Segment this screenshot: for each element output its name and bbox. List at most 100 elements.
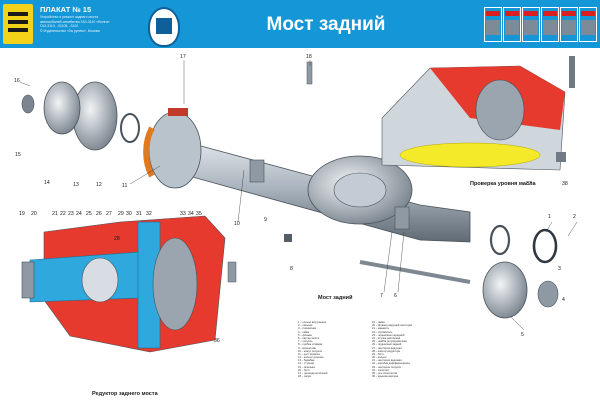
callout-number: 33 xyxy=(180,211,186,217)
callout-number: 22 xyxy=(60,211,66,217)
callout-number: 35 xyxy=(196,211,202,217)
hub-nut xyxy=(21,94,35,114)
axle-flange xyxy=(482,261,528,319)
callouts-oil: 37 38 xyxy=(526,181,568,187)
brake-drum xyxy=(72,81,118,151)
legend-item: 24 – втулка распорная xyxy=(372,336,401,340)
description-line: Устройство и ремонт заднего моста xyxy=(40,15,99,19)
poster-number: ПЛАКАТ № 15 xyxy=(40,5,92,14)
callout-number: 20 xyxy=(31,211,37,217)
poster-description: Устройство и ремонт заднего моста автомо… xyxy=(40,15,140,33)
bearing-ring xyxy=(120,113,140,143)
callout-number: 17 xyxy=(180,54,186,60)
legend-item: 6 – картер моста xyxy=(298,336,319,340)
breather xyxy=(306,61,313,85)
legend-item: 7 – полуось xyxy=(298,340,313,344)
filler-plug xyxy=(556,152,566,162)
callouts-main: 1 2 3 4 5 6 7 8 9 10 11 12 13 14 15 16 1… xyxy=(14,54,576,338)
legend-item: 21 – манжета xyxy=(372,327,389,331)
axle-diagram: 1 2 3 4 5 6 7 8 9 10 11 12 13 14 15 16 1… xyxy=(14,54,578,397)
callout-number: 31 xyxy=(136,211,142,217)
legend-item: 4 – гайка xyxy=(298,330,310,334)
callouts-reducer: 19 20 21 22 23 24 25 26 27 28 29 30 31 3… xyxy=(19,211,220,344)
wheel-hub xyxy=(43,81,81,135)
legend-item: 32 – коробка дифференциала xyxy=(372,362,410,366)
callout-number: 8 xyxy=(290,266,293,272)
callout-number: 26 xyxy=(96,211,102,217)
legend-item: 12 – кольцо упорное xyxy=(298,356,324,360)
ring-gear-section xyxy=(152,237,198,331)
callout-number: 10 xyxy=(234,221,240,227)
parts-legend-left: 1 – кольцо внутреннее 2 – сальник 3 – по… xyxy=(298,321,410,378)
seal-ring xyxy=(489,224,511,256)
callout-number: 6 xyxy=(394,293,397,299)
callout-number: 18 xyxy=(306,54,312,60)
legend-item: 30 – кольцо xyxy=(372,356,387,360)
legend-item: 34 – сателлит xyxy=(372,368,390,372)
magazine-covers xyxy=(484,7,597,42)
spring-bracket xyxy=(249,159,265,183)
callout-number: 12 xyxy=(96,182,102,188)
callout-number: 30 xyxy=(126,211,132,217)
callout-number: 2 xyxy=(573,214,576,220)
callout-number: 36 xyxy=(214,338,220,344)
callout-number: 29 xyxy=(118,211,124,217)
legend-item: 23 – подшипник передний xyxy=(372,333,405,337)
oil-level-inset xyxy=(381,56,575,171)
callout-number: 27 xyxy=(106,211,112,217)
legend-item: 33 – шестерня полуоси xyxy=(372,365,401,369)
legend-item: 11 – щит тормоза xyxy=(298,352,320,356)
callout-number: 15 xyxy=(15,152,21,158)
callout-number: 25 xyxy=(86,211,92,217)
companion-flange xyxy=(21,261,35,299)
cover-bolt xyxy=(227,261,237,283)
callout-number: 28 xyxy=(114,236,120,242)
pinion-bearing xyxy=(81,257,119,303)
callout-number: 14 xyxy=(44,180,50,186)
callout-number: 38 xyxy=(562,181,568,187)
leader-lines xyxy=(19,60,578,331)
legend-item: 9 – кронштейн xyxy=(298,346,316,350)
drain-plug xyxy=(284,234,292,242)
legend-item: 20 – фланец ведущей шестерни xyxy=(372,324,413,328)
callout-number: 23 xyxy=(68,211,74,217)
legend-item: 36 – крышка картера xyxy=(372,375,399,379)
oil-dipstick xyxy=(569,56,575,88)
description-line: ГАЗ-3110, -31105, -3102 xyxy=(40,24,79,29)
legend-item: 25 – шайба регулировочная xyxy=(372,340,407,344)
wheel-cylinder xyxy=(168,108,188,116)
oil-level-caption: Проверка уровня масла xyxy=(470,181,536,187)
magazine-cover xyxy=(541,7,559,42)
callout-number: 3 xyxy=(558,266,561,272)
publisher-logo xyxy=(3,4,33,44)
parts-legend-right: 19 – гайка 20 – фланец ведущей шестерни … xyxy=(372,321,484,378)
oil-seal xyxy=(532,228,558,264)
callout-number: 21 xyxy=(52,211,58,217)
legend-item: 26 – подшипник задний xyxy=(372,343,402,347)
main-caption: Мост задний xyxy=(318,294,352,301)
magazine-cover xyxy=(579,7,597,42)
page-title: Мост задний xyxy=(266,14,386,35)
reducer-caption: Редуктор заднего моста xyxy=(92,391,159,397)
legend-item: 16 – болт xyxy=(298,368,310,372)
callout-number: 13 xyxy=(73,182,79,188)
legend-item: 31 – шестерня ведомая xyxy=(372,359,402,363)
legend-item: 10 – кожух полуоси xyxy=(298,349,323,353)
oil-level xyxy=(399,142,541,168)
header-bar: ПЛАКАТ № 15 Устройство и ремонт заднего … xyxy=(0,0,600,48)
magazine-cover xyxy=(522,7,540,42)
description-line: автомобилей семейства ГАЗ-3110 «Волга» xyxy=(40,19,110,24)
callout-number: 32 xyxy=(146,211,152,217)
magazine-cover xyxy=(503,7,521,42)
brake-backing-plate xyxy=(148,111,202,189)
callout-number: 9 xyxy=(264,217,267,223)
brake-shoe xyxy=(143,126,155,178)
legend-item: 2 – сальник xyxy=(298,324,313,328)
callout-number: 24 xyxy=(76,211,82,217)
axle-assembly xyxy=(21,61,559,319)
callout-number: 11 xyxy=(122,183,127,189)
callout-number: 37 xyxy=(526,181,532,187)
legend-item: 5 – фланец xyxy=(298,333,313,337)
legend-item: 14 – ступица xyxy=(298,362,314,366)
legend-item: 8 – пробка сливная xyxy=(298,343,323,347)
